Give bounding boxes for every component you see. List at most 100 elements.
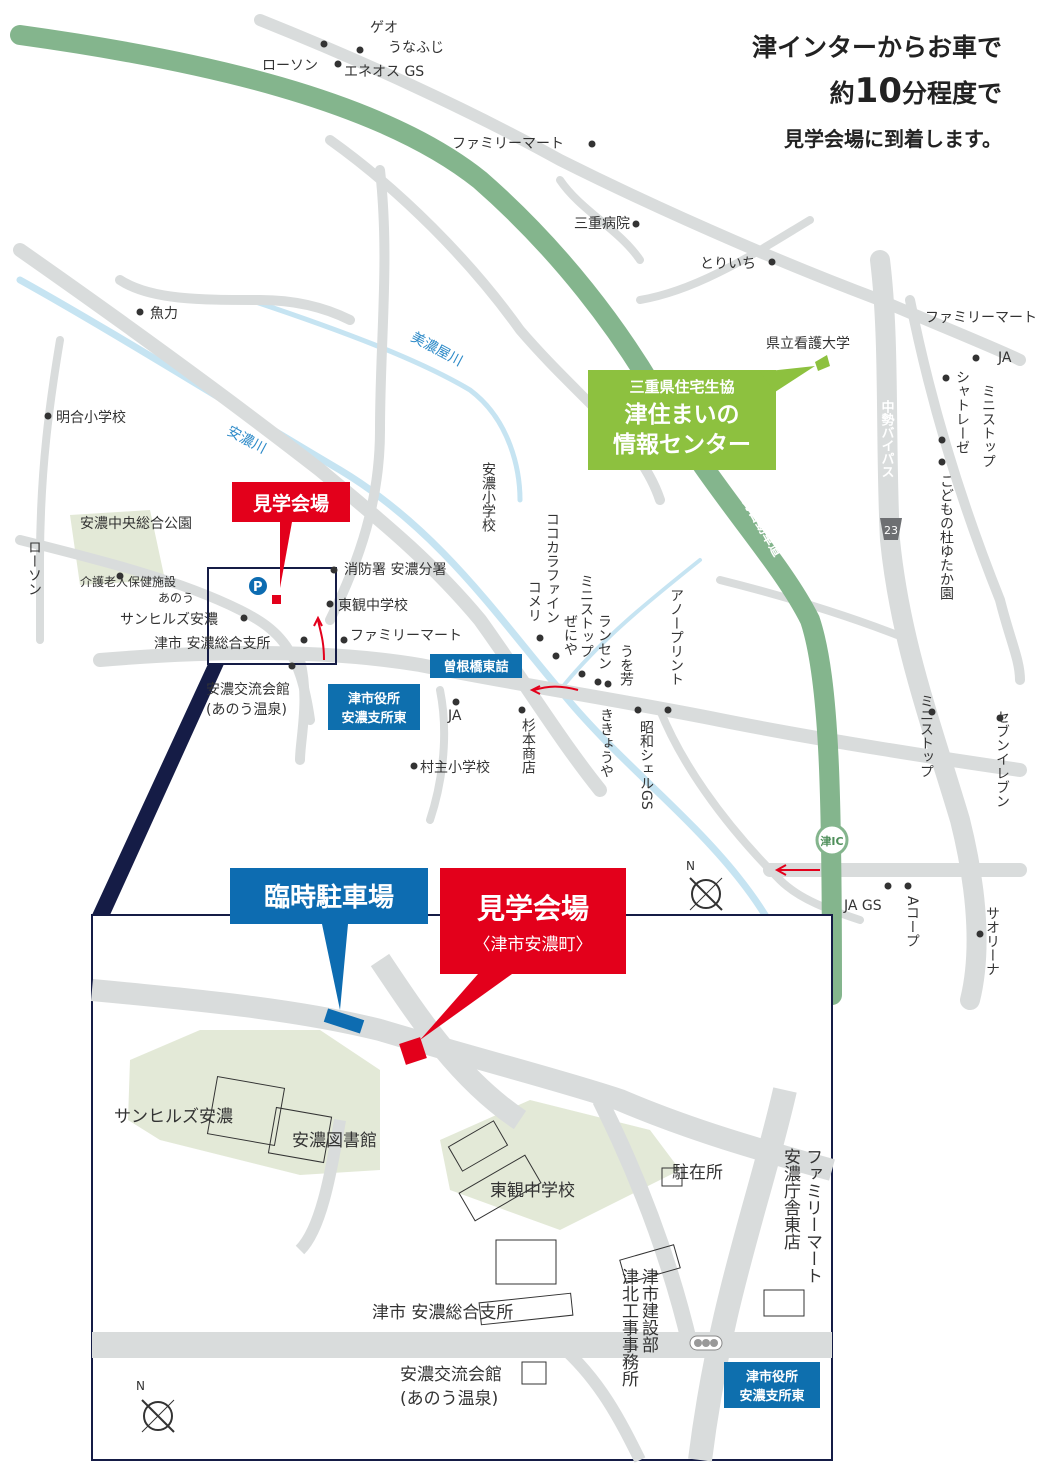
poi-anou: あのう bbox=[158, 591, 194, 605]
inset-hokubu: 津北工事事務所 bbox=[618, 1268, 639, 1387]
poi-familymart-right: ファミリーマート bbox=[925, 310, 1037, 326]
inset-parking-tag: 臨時駐車場 bbox=[230, 868, 428, 1010]
inset-ano-koryu: 安濃交流会館 bbox=[400, 1365, 502, 1385]
poi-saorina: サオリーナ bbox=[984, 906, 1000, 976]
poi-tsushi-sogo: 津市 安濃総合支所 bbox=[154, 635, 270, 652]
inset-locator-box bbox=[207, 567, 337, 665]
compass-main: N bbox=[686, 859, 723, 911]
inset-familymart: ファミリーマート bbox=[802, 1148, 822, 1284]
poi-meigo-school: 明合小学校 bbox=[56, 409, 126, 426]
poi-sunhills: サンヒルズ安濃 bbox=[120, 612, 218, 628]
headline-line3: 見学会場に到着します。 bbox=[784, 127, 1002, 151]
poi-ministop-r2: ミニストップ bbox=[918, 694, 934, 778]
inset-venue-marker bbox=[399, 1037, 427, 1065]
inset-shiyakusho-tag: 津市役所 安濃支所東 bbox=[724, 1362, 820, 1408]
poi-ministop-r1: ミニストップ bbox=[980, 384, 996, 468]
shiyakusho-tag: 津市役所 安濃支所東 bbox=[328, 684, 420, 730]
road-east-mid bbox=[716, 576, 914, 644]
inset-tokan-school: 東観中学校 bbox=[490, 1181, 575, 1201]
road-south-center bbox=[426, 686, 449, 824]
poi-sugimoto: 杉本商店 bbox=[520, 718, 536, 774]
poi-kikyouya: ききょうや bbox=[598, 708, 614, 778]
road-bottom-south bbox=[295, 655, 310, 765]
poi-geo: ゲオ bbox=[370, 20, 398, 36]
inset-venue-sublabel: 〈津市安濃町〉 bbox=[474, 935, 593, 955]
poi-ja-gs: JA GS bbox=[843, 898, 882, 914]
poi-uoriki: 魚力 bbox=[150, 306, 178, 322]
inset-road-center bbox=[592, 1096, 698, 1347]
poi-toriichi: とりいち bbox=[700, 256, 756, 272]
inset-connector bbox=[92, 664, 224, 915]
inset-road-east bbox=[688, 1087, 797, 1462]
inset-road-diagonal bbox=[370, 953, 527, 1130]
compass-inset: N bbox=[136, 1379, 175, 1433]
shiyakusho-tag-line2: 安濃支所東 bbox=[341, 710, 406, 726]
inset-ano-chosha: 安濃庁舎東店 bbox=[780, 1148, 801, 1250]
road-bypass bbox=[870, 250, 987, 1010]
poi-ano-school: 安濃小学校 bbox=[480, 462, 496, 532]
poi-dots bbox=[44, 40, 1004, 938]
poi-seven: セブンイレブン bbox=[994, 710, 1010, 808]
poi-ja-mid: JA bbox=[447, 708, 462, 724]
headline-line2: 約10分程度で bbox=[830, 71, 1002, 111]
roads bbox=[13, 14, 1027, 1010]
inset-labels: サンヒルズ安濃 安濃図書館 東観中学校 駐在所 津市 安濃総合支所 安濃交流会館… bbox=[114, 1107, 822, 1409]
inset-venue-tag: 見学会場 〈津市安濃町〉 bbox=[420, 868, 626, 1040]
tsu-ic-marker bbox=[815, 823, 849, 857]
inset-stop-dots bbox=[689, 1335, 723, 1351]
sonebashi-label: 曽根橋東詰 bbox=[443, 659, 508, 675]
center-sign: 三重県住宅生協 津住まいの 情報センター bbox=[588, 366, 815, 470]
venue-tag-label: 見学会場 bbox=[253, 492, 329, 515]
poi-kaigo: 介護老人保健施設 bbox=[80, 574, 176, 589]
poi-cocokara: ココカラファイン bbox=[544, 512, 560, 624]
inset-ano-onsen: (あのう温泉) bbox=[400, 1389, 498, 1409]
poi-murashu-school: 村主小学校 bbox=[420, 759, 490, 776]
poi-kenritsu: 県立看護大学 bbox=[766, 336, 850, 352]
poi-ano-onsen: (あのう温泉) bbox=[206, 701, 287, 718]
sonebashi-tag: 曽根橋東詰 bbox=[430, 654, 522, 678]
poi-showa-shell: 昭和シェルGS bbox=[638, 720, 654, 810]
headline: 津インターからお車で 約10分程度で 見学会場に到着します。 bbox=[752, 33, 1002, 151]
poi-familymart-mid: ファミリーマート bbox=[350, 628, 462, 644]
poi-shobosho: 消防署 安濃分署 bbox=[344, 562, 446, 578]
ano-river-line bbox=[16, 276, 804, 994]
poi-tokan-school: 東観中学校 bbox=[338, 597, 408, 614]
poi-eneos: エネオス GS bbox=[344, 64, 424, 80]
center-sign-line3: 情報センター bbox=[613, 431, 751, 458]
inset-shiyakusho-line1: 津市役所 bbox=[746, 1369, 798, 1385]
inset-shiyakusho-line2: 安濃支所東 bbox=[739, 1388, 804, 1404]
poi-komeri: コメリ bbox=[526, 580, 542, 622]
road-uoriki bbox=[115, 275, 355, 325]
inset-tsushi-sogo: 津市 安濃総合支所 bbox=[372, 1303, 513, 1323]
poi-familymart-top: ファミリーマート bbox=[452, 136, 564, 152]
small-river-line bbox=[558, 558, 702, 692]
inset-park-left bbox=[128, 1030, 380, 1175]
poi-shaterze: シャトレーゼ bbox=[954, 370, 970, 454]
route-number: 23 bbox=[884, 524, 898, 537]
road-bypass-east bbox=[905, 295, 1025, 685]
poi-lawson-left: ローソン bbox=[26, 540, 42, 596]
poi-a-coop: Aコープ bbox=[904, 896, 920, 948]
poi-ministop-ransen: ミニストップ bbox=[578, 574, 594, 658]
route-shield bbox=[880, 518, 902, 540]
poi-vertical-labels: ローソン 安濃小学校 ココカラファイン コメリ ミニストップ ランセン ぜにや … bbox=[26, 370, 1010, 976]
venue-marker bbox=[272, 595, 281, 604]
poi-unafuji: うなふじ bbox=[388, 40, 444, 56]
poi-ransen: ランセン bbox=[596, 614, 612, 670]
main-map: P 見学会場 23 津IC 三重県住宅生協 津 bbox=[10, 14, 1037, 1010]
poi-zeniya: ぜにや bbox=[562, 614, 578, 656]
center-sign-line1: 三重県住宅生協 bbox=[629, 378, 734, 396]
inset-parking-label: 臨時駐車場 bbox=[264, 883, 394, 913]
poi-lawson-top: ローソン bbox=[262, 58, 318, 74]
road-northwest-diagonal bbox=[13, 243, 607, 797]
inset-library: 安濃図書館 bbox=[292, 1131, 377, 1151]
compass-main-letter: N bbox=[686, 859, 695, 873]
headline-line1: 津インターからお車で bbox=[752, 33, 1002, 62]
poi-uowo: うを芳 bbox=[618, 644, 634, 687]
poi-ano-park: 安濃中央総合公園 bbox=[80, 516, 192, 532]
bypass-label: 中勢バイパス bbox=[879, 399, 895, 478]
inset-road-upper bbox=[90, 979, 835, 1181]
inset-chuzaisho: 駐在所 bbox=[672, 1163, 723, 1183]
tsu-ic-label: 津IC bbox=[820, 834, 843, 848]
